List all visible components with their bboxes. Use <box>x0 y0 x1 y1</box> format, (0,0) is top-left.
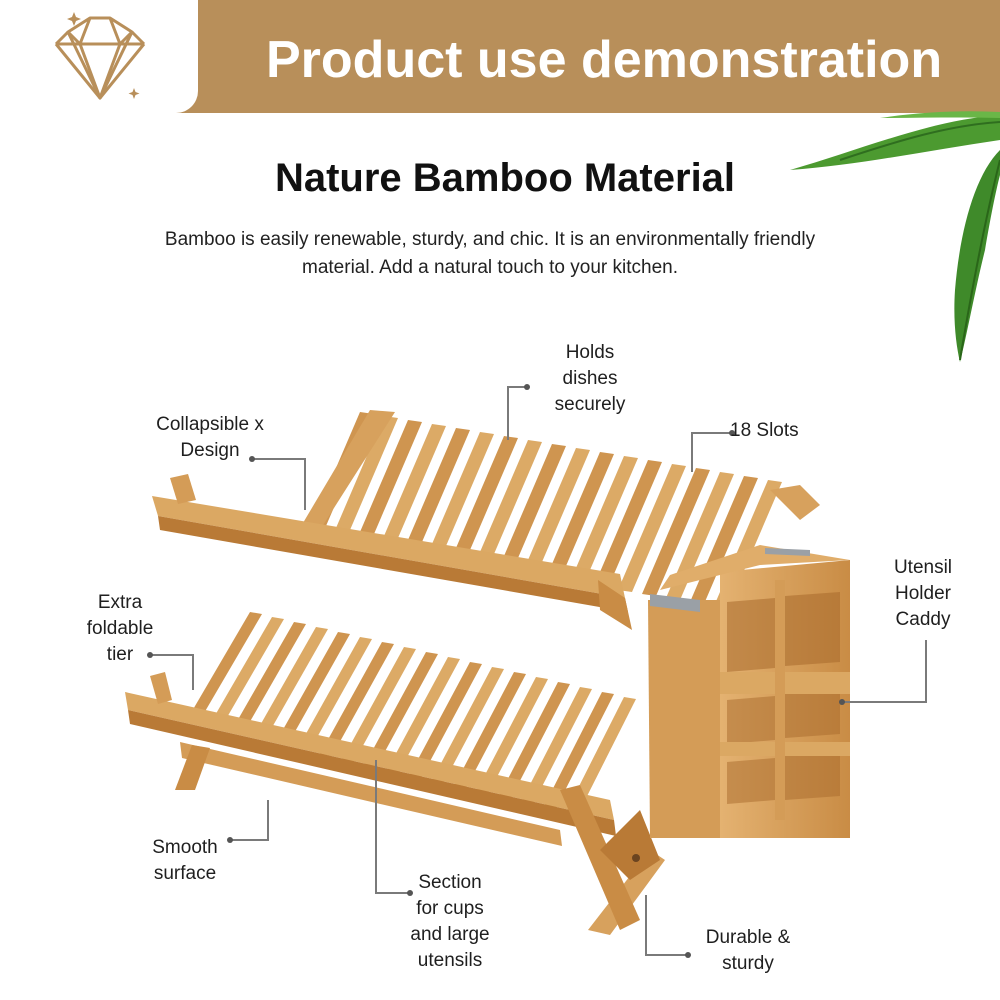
callout-extra-tier: Extra foldable tier <box>65 590 175 668</box>
lower-slat <box>452 672 526 792</box>
callout-section-cups: Section for cups and large utensils <box>395 870 505 974</box>
callout-text: Collapsible x <box>156 414 264 435</box>
lower-slat <box>210 617 284 726</box>
lower-slat <box>430 667 504 786</box>
callout-holds-dishes: Holds dishes securely <box>530 340 650 418</box>
callout-text: dishes <box>562 368 618 389</box>
diamond-icon <box>54 12 146 100</box>
upper-slat <box>570 456 638 584</box>
lower-slat <box>188 612 262 720</box>
lower-slat <box>540 692 614 816</box>
lower-slat <box>320 642 394 756</box>
upper-slat <box>378 424 446 552</box>
callout-text: Smooth <box>152 837 218 858</box>
bamboo-leaf-decoration <box>790 111 1000 362</box>
callout-text: Design <box>180 440 240 461</box>
callout-text: Holds <box>565 342 615 363</box>
callout-text: Section <box>418 872 482 893</box>
callout-text: sturdy <box>722 953 774 974</box>
callout-text: Durable & <box>705 927 791 948</box>
upper-slat <box>498 444 566 572</box>
callout-text: Utensil <box>893 557 953 578</box>
upper-slat <box>474 440 542 568</box>
callout-smooth-surface: Smooth surface <box>130 835 240 887</box>
callout-text: and large <box>410 924 490 945</box>
lower-slat <box>474 677 548 798</box>
description: Bamboo is easily renewable, sturdy, and … <box>100 226 880 282</box>
upper-slat <box>642 468 710 596</box>
lower-slat <box>386 657 460 774</box>
upper-slat <box>666 472 734 600</box>
callout-text: Extra <box>97 592 143 613</box>
lower-slat <box>518 687 592 810</box>
upper-slat <box>546 452 614 580</box>
callout-text: Caddy <box>895 609 951 630</box>
banner-title: Product use demonstration <box>266 31 943 89</box>
description-line-2: material. Add a natural touch to your ki… <box>302 257 678 278</box>
callout-text: foldable <box>86 618 154 639</box>
lower-tier-slats <box>188 612 636 822</box>
callout-utensil-holder: Utensil Holder Caddy <box>868 555 978 633</box>
lower-slat <box>364 652 438 768</box>
callout-text: utensils <box>417 950 483 971</box>
description-line-1: Bamboo is easily renewable, sturdy, and … <box>164 229 816 250</box>
upper-slat <box>354 420 422 548</box>
upper-slat <box>426 432 494 560</box>
lower-slat <box>298 637 372 750</box>
callout-durable-sturdy: Durable & sturdy <box>688 925 808 977</box>
upper-slat <box>522 448 590 576</box>
callout-text: securely <box>554 394 626 415</box>
callout-18-slots: 18 Slots <box>730 418 830 444</box>
lower-slat <box>342 647 416 762</box>
callout-text: for cups <box>416 898 484 919</box>
upper-slat <box>402 428 470 556</box>
callout-text: Holder <box>895 583 951 604</box>
upper-slat <box>450 436 518 564</box>
callout-text: tier <box>106 644 134 665</box>
callout-text: surface <box>153 863 217 884</box>
upper-slat <box>330 416 398 544</box>
section-heading: Nature Bamboo Material <box>274 156 736 200</box>
lower-slat <box>496 682 570 804</box>
lower-slat <box>408 662 482 780</box>
callout-collapsible-design: Collapsible x Design <box>135 412 285 464</box>
lower-slat <box>254 627 328 738</box>
lower-slat <box>232 622 306 732</box>
callout-text: 18 Slots <box>730 420 799 441</box>
upper-slat <box>594 460 662 588</box>
logo-box <box>0 0 198 113</box>
upper-slat <box>618 464 686 592</box>
lower-slat <box>276 632 350 744</box>
